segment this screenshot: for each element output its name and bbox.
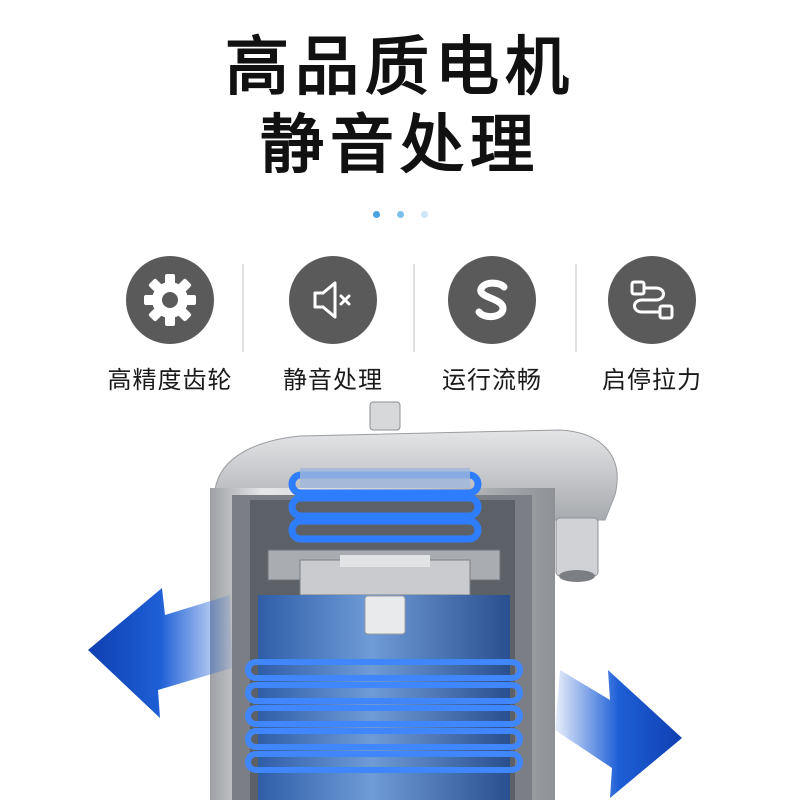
gear-icon	[126, 256, 214, 344]
pager-dot	[372, 211, 380, 218]
mute-speaker-icon	[289, 256, 377, 344]
feature-start-stop-pull: 启停拉力	[567, 256, 737, 395]
headline-line-1: 高品质电机	[225, 31, 575, 105]
divider	[413, 264, 415, 352]
feature-label: 运行流畅	[442, 366, 542, 394]
feature-smooth: 运行流畅	[407, 256, 577, 395]
cable-connector-icon	[608, 256, 696, 344]
airflow-arrow-left	[88, 588, 232, 718]
motor-cutaway-illustration	[88, 401, 682, 800]
feature-row: 高精度齿轮 静音处理 运行流畅 启停拉力	[85, 256, 745, 396]
pager-dots	[0, 211, 800, 218]
headline-line-2: 静音处理	[260, 109, 540, 183]
feature-label: 高精度齿轮	[107, 366, 233, 394]
divider	[242, 264, 244, 352]
feature-precision-gear: 高精度齿轮	[85, 256, 255, 395]
pager-dot	[396, 211, 404, 218]
pager-dot	[420, 211, 428, 218]
feature-silent: 静音处理	[248, 256, 418, 395]
feature-label: 启停拉力	[602, 366, 702, 394]
airflow-arrow-right	[555, 670, 682, 798]
letter-s-icon	[448, 256, 536, 344]
divider	[575, 264, 577, 352]
feature-label: 静音处理	[283, 366, 383, 394]
